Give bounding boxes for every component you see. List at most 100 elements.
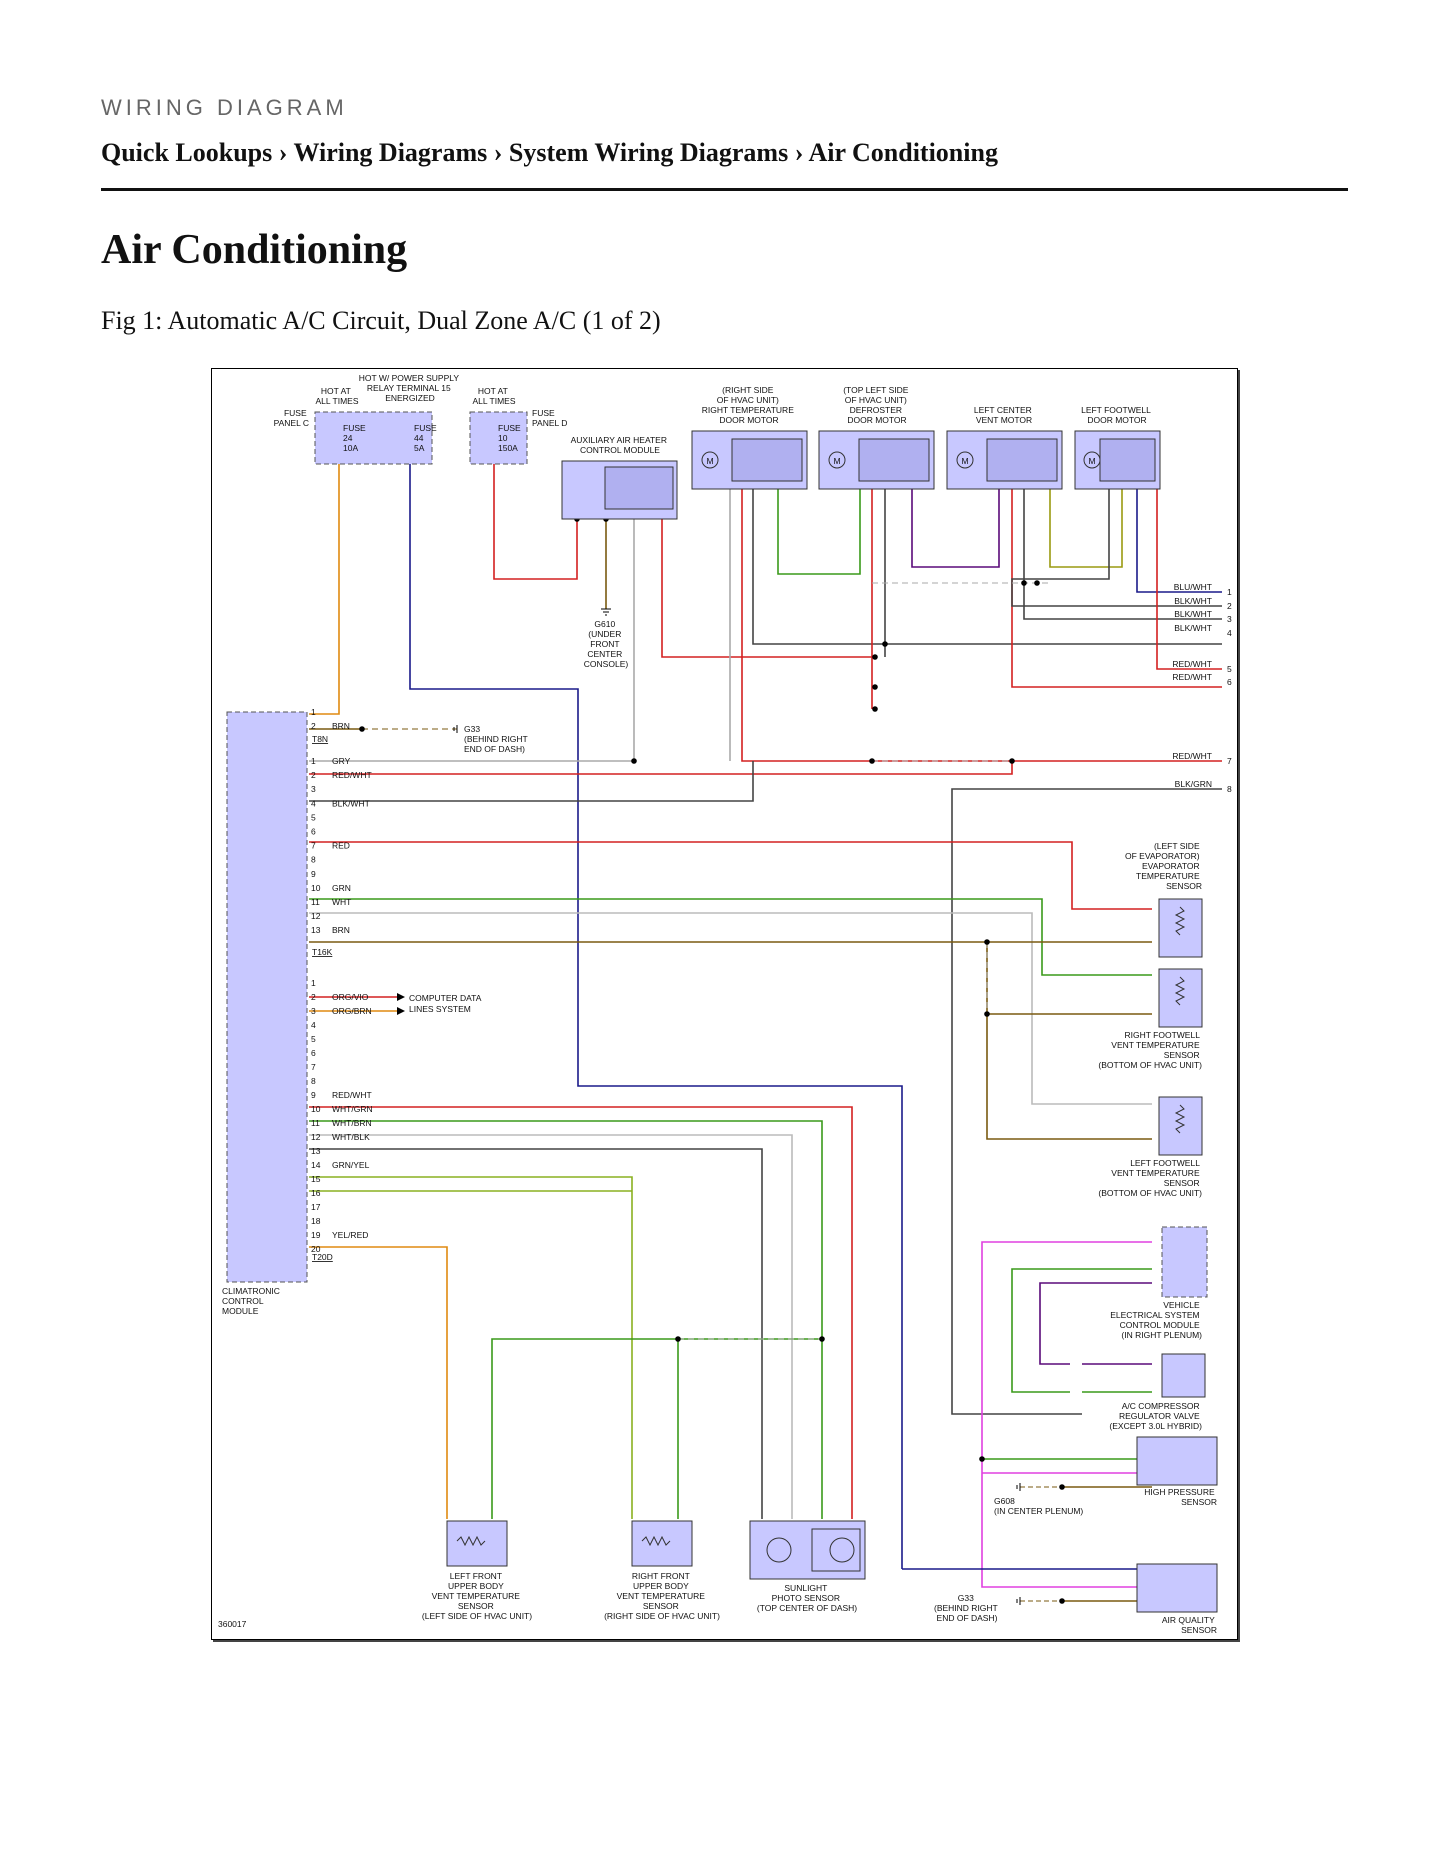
pin-number: 3 (311, 784, 316, 794)
wire-color-label: WHT (332, 897, 351, 907)
aux-heater-label: AUXILIARY AIR HEATER CONTROL MODULE (571, 435, 670, 455)
breadcrumb-wiring-diagrams[interactable]: Wiring Diagrams (293, 138, 488, 167)
compressor-valve-label: A/C COMPRESSOR REGULATOR VALVE (EXCEPT 3… (1109, 1401, 1202, 1431)
pin-number: 8 (311, 855, 316, 865)
pin-number: 4 (311, 1020, 316, 1030)
svg-text:M: M (961, 456, 968, 466)
wire-color-label: BLK/WHT (1174, 596, 1212, 606)
fuse-24-label: FUSE 24 10A (343, 423, 368, 453)
climatronic-module-label: CLIMATRONIC CONTROL MODULE (222, 1286, 282, 1316)
fuse-panel-c-label: FUSE PANEL C (274, 408, 309, 428)
continuation-number: 7 (1227, 756, 1232, 766)
fuse-panel-d-box (469, 411, 528, 465)
figure-caption: Fig 1: Automatic A/C Circuit, Dual Zone … (101, 306, 661, 335)
wire-color-label: RED/WHT (1172, 672, 1212, 682)
section-kicker: WIRING DIAGRAM (101, 95, 348, 120)
sunlight-sensor-box (749, 1520, 866, 1580)
wire-color-label: GRN (332, 883, 351, 893)
fuse-panel-d-label: FUSE PANEL D (532, 408, 567, 428)
data-line-arrows (397, 993, 405, 1015)
compressor-valve-box (1161, 1353, 1206, 1398)
left-front-sensor-label: LEFT FRONT UPPER BODY VENT TEMPERATURE S… (422, 1571, 532, 1621)
pin-number: 12 (311, 1132, 321, 1142)
left-center-vent-label: LEFT CENTER VENT MOTOR (974, 405, 1034, 425)
wire-color-label: WHT/BLK (332, 1132, 370, 1142)
pin-number: 7 (311, 1062, 316, 1072)
pin-number: 7 (311, 841, 316, 851)
wire-color-label: RED/WHT (332, 1090, 372, 1100)
pin-number: 4 (311, 798, 316, 808)
splice-dots (359, 516, 1065, 1604)
vehicle-electrical-module-box (1161, 1226, 1208, 1298)
page-title: Air Conditioning (101, 227, 408, 273)
pin-number: 12 (311, 911, 321, 921)
continuation-number: 5 (1227, 664, 1232, 674)
pin-number: 5 (311, 812, 316, 822)
continuation-number: 4 (1227, 628, 1232, 638)
hot-at-all-times-label: HOT AT ALL TIMES (316, 386, 359, 406)
left-footwell-sensor-label: LEFT FOOTWELL VENT TEMPERATURE SENSOR (B… (1098, 1158, 1202, 1198)
wire-color-label: BLK/WHT (1174, 623, 1212, 633)
pin-number: 2 (311, 770, 316, 780)
ground-icon (453, 608, 1021, 1605)
fuse-panel-c-box (314, 411, 433, 465)
photo-sensor-icon (766, 1528, 861, 1572)
wire-color-label: RED/WHT (1172, 659, 1212, 669)
breadcrumb-system-wiring-diagrams[interactable]: System Wiring Diagrams (508, 138, 789, 167)
pin-number: 19 (311, 1230, 321, 1240)
connector-t8n-label: T8N (312, 734, 328, 744)
wire-color-label: BRN (332, 721, 350, 731)
wire-color-label: GRN/YEL (332, 1160, 370, 1170)
pin-number: 10 (311, 883, 321, 893)
wire-color-label: ORG/BRN (332, 1006, 372, 1016)
continuation-number: 3 (1227, 614, 1232, 624)
pin-number: 2 (311, 992, 316, 1002)
air-quality-sensor-box (1136, 1563, 1218, 1613)
connector-t20d-label: T20D (312, 1252, 333, 1262)
continuation-number: 2 (1227, 601, 1232, 611)
fuse-44-label: FUSE 44 5A (414, 423, 439, 453)
right-footwell-sensor-box (1158, 968, 1203, 1028)
pin-number: 8 (311, 1076, 316, 1086)
breadcrumb-quick-lookups[interactable]: Quick Lookups (101, 138, 273, 167)
vehicle-electrical-label: VEHICLE ELECTRICAL SYSTEM CONTROL MODULE… (1110, 1300, 1202, 1340)
sunlight-sensor-label: SUNLIGHT PHOTO SENSOR (TOP CENTER OF DAS… (757, 1583, 857, 1613)
pin-number: 14 (311, 1160, 321, 1170)
pin-number: 1 (311, 707, 316, 717)
pin-number: 20 (311, 1244, 321, 1254)
pin-number: 5 (311, 1034, 316, 1044)
wire-color-label: BLK/GRN (1175, 779, 1212, 789)
fuse-10-label: FUSE 10 150A (498, 423, 523, 453)
thermistor-icon (456, 906, 1186, 1547)
wire-color-label: BLU/WHT (1174, 582, 1212, 592)
right-front-sensor-box (631, 1520, 693, 1567)
pin-number: 13 (311, 1146, 321, 1156)
continuation-number: 8 (1227, 784, 1232, 794)
breadcrumb-separator: › (493, 138, 503, 167)
continuation-number: 6 (1227, 677, 1232, 687)
g33-top-label: G33 (BEHIND RIGHT END OF DASH) (464, 724, 530, 754)
figure-id-label: 360017 (218, 1619, 247, 1629)
pin-number: 6 (311, 1048, 316, 1058)
pin-number: 11 (311, 897, 320, 907)
pin-number: 13 (311, 925, 321, 935)
svg-text:M: M (706, 456, 713, 466)
wires (309, 464, 1222, 1602)
motor-icon (701, 451, 1101, 469)
wire-color-label: YEL/RED (332, 1230, 368, 1240)
breadcrumb-air-conditioning[interactable]: Air Conditioning (808, 138, 998, 167)
pin-number: 1 (311, 978, 316, 988)
wire-color-label: ORG/VIO (332, 992, 369, 1002)
pin-number: 11 (311, 1118, 320, 1128)
left-front-sensor-box (446, 1520, 508, 1567)
svg-text:M: M (1088, 456, 1095, 466)
motor-windows (604, 438, 1156, 510)
high-pressure-sensor-label: HIGH PRESSURE SENSOR (1144, 1487, 1217, 1507)
wire-color-label: BRN (332, 925, 350, 935)
breadcrumb-separator: › (278, 138, 288, 167)
